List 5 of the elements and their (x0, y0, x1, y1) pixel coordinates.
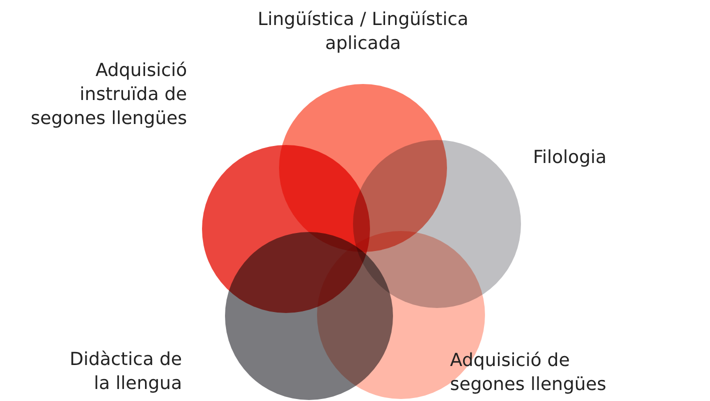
circle-label: Lingüística / Lingüística aplicada (256, 8, 470, 56)
circle-label: Filologia (533, 146, 608, 170)
circle-label: Didàctica de la llengua (68, 348, 182, 396)
circle-label: Adquisició de segones llengües (450, 349, 608, 397)
circle-label: Adquisició instruïda de segones llengües (30, 59, 187, 131)
